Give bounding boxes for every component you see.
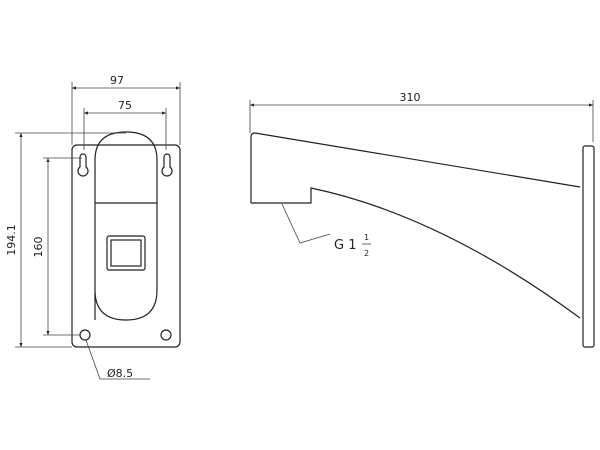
window [106,235,146,271]
arm-body-outline [94,131,158,321]
label-thread: G 1 [334,238,356,253]
mounting-plate [71,144,181,348]
label-97: 97 [110,74,124,87]
thread-fraction-num: 1 [364,233,369,242]
label-75: 75 [118,99,132,112]
hole-left [79,329,91,341]
label-194: 194.1 [5,224,18,256]
arm-profile [250,132,581,319]
wall-flange [582,145,595,348]
hole-leader [85,339,150,380]
keyhole-right [161,153,173,177]
side-view: 310 G 1 1 2 [249,91,595,348]
label-310: 310 [400,91,421,104]
window-inner [110,239,142,267]
hole-right [160,329,172,341]
keyhole-left [77,153,89,177]
front-view: 97 75 194.1 160 Ø8.5 [5,74,181,380]
label-160: 160 [32,237,45,258]
thread-leader [281,203,331,244]
label-hole-diameter: Ø8.5 [107,367,133,380]
thread-fraction-den: 2 [364,249,369,258]
